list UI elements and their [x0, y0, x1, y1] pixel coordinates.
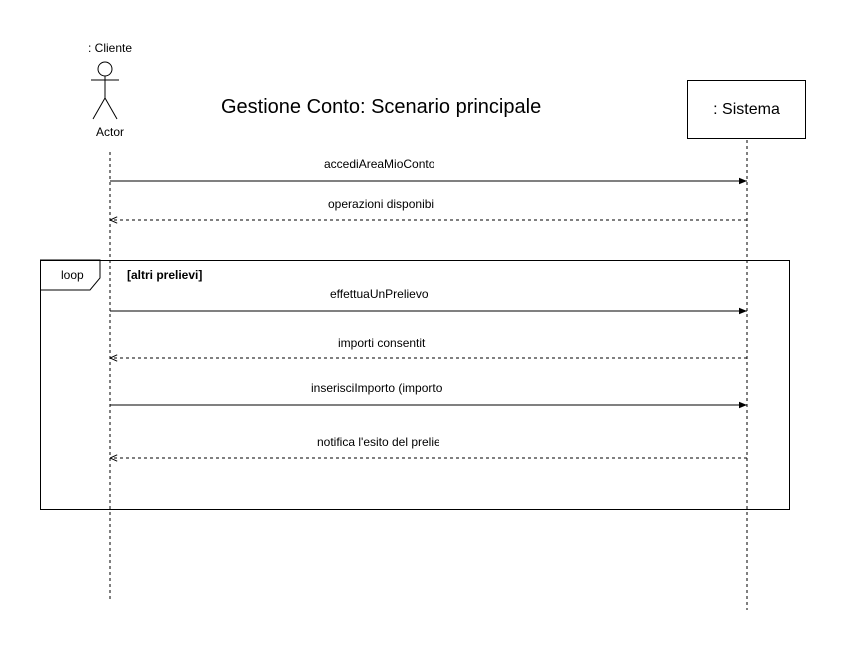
- actor-name: : Cliente: [87, 41, 133, 55]
- message-label-2: operazioni disponibi: [328, 197, 435, 211]
- message-label-3: effettuaUnPrelievo: [330, 287, 428, 301]
- loop-tab-shape: [40, 259, 101, 291]
- loop-frame: [40, 260, 790, 510]
- loop-operator: loop: [61, 268, 84, 282]
- message-label-4: importi consentit: [338, 336, 426, 350]
- actor-label: Actor: [95, 125, 124, 139]
- actor-stick-figure-icon: [91, 61, 119, 120]
- message-label-5: inserisciImporto (importo: [311, 381, 443, 395]
- message-label-6: notifica l'esito del preliev: [317, 435, 439, 449]
- loop-guard: [altri prelievi]: [127, 268, 203, 282]
- system-participant-box: : Sistema: [687, 80, 806, 139]
- message-label-1: accediAreaMioConto: [324, 157, 434, 171]
- diagram-title: Gestione Conto: Scenario principale: [221, 96, 542, 118]
- system-participant-name: : Sistema: [713, 100, 780, 118]
